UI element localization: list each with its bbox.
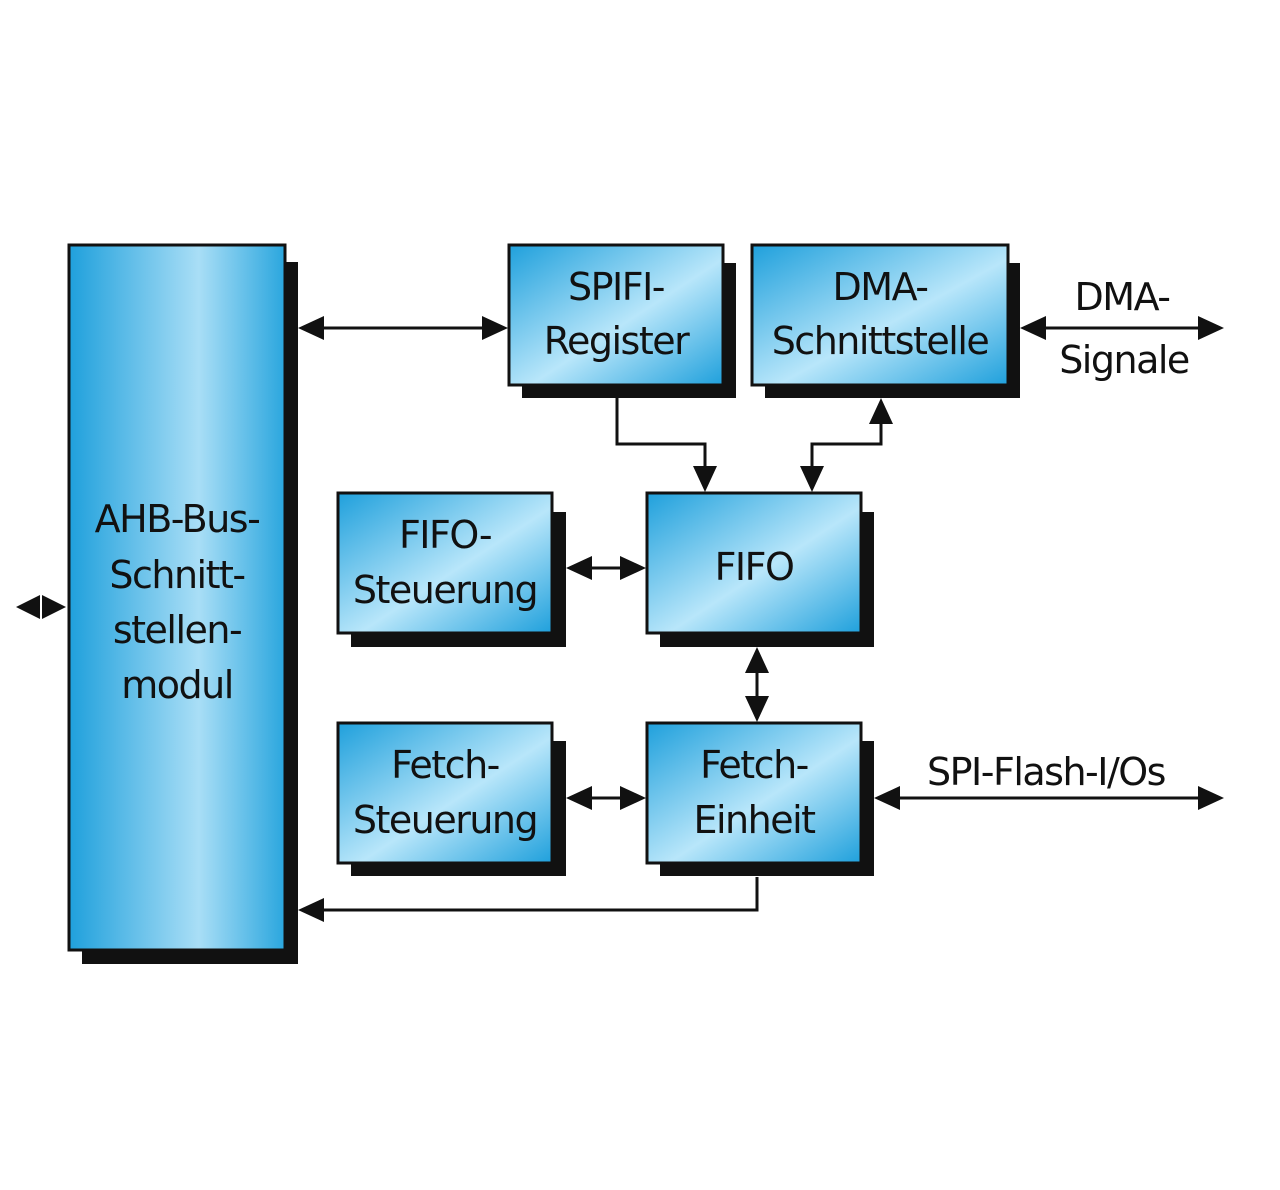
spifi-register-label-line-1: SPIFI- [568, 265, 664, 309]
fetch-control-label-line-2: Steuerung [353, 798, 537, 842]
ahb-external-bus-arrow [16, 595, 66, 619]
dma-interface-label-line-2: Schnittstelle [772, 319, 989, 363]
fifo-to-fetch-unit-arrow [745, 647, 769, 722]
fifo-block: FIFO [645, 491, 874, 647]
dma-signals-label-line-2: Signale [1059, 338, 1189, 382]
spi-flash-ios-label: SPI-Flash-I/Os [927, 750, 1165, 794]
fetch-unit-to-ahb-arrow [298, 877, 759, 922]
fifo-control-label-line-1: FIFO- [399, 513, 491, 557]
ahb-bus-interface-block: AHB-Bus- Schnitt- stellen- modul [67, 243, 298, 964]
fifo-control-block: FIFO- Steuerung [336, 491, 566, 647]
fetch-unit-label-line-2: Einheit [693, 798, 815, 842]
dma-signals-label-line-1: DMA- [1075, 275, 1170, 319]
spifi-register-block: SPIFI- Register [507, 243, 736, 398]
spifi-register-label-line-2: Register [544, 319, 690, 363]
fifo-control-to-fifo-arrow [566, 556, 646, 580]
fifo-control-label-line-2: Steuerung [353, 568, 537, 612]
ahb-label-line-4: modul [121, 663, 233, 707]
ahb-label-line-2: Schnitt- [109, 553, 244, 597]
ahb-to-spifi-register-arrow [298, 316, 508, 340]
dma-interface-label-line-1: DMA- [833, 265, 928, 309]
fifo-to-dma-interface-arrow [800, 398, 893, 492]
dma-signals-arrow [1020, 316, 1224, 340]
spifi-register-to-fifo-arrow [615, 398, 717, 492]
ahb-label-line-3: stellen- [113, 608, 241, 652]
dma-interface-block: DMA- Schnittstelle [750, 243, 1020, 398]
fetch-control-block: Fetch- Steuerung [336, 721, 566, 876]
fetch-unit-block: Fetch- Einheit [645, 721, 874, 876]
fetch-unit-label-line-1: Fetch- [700, 743, 808, 787]
ahb-label-line-1: AHB-Bus- [95, 497, 260, 541]
fifo-label: FIFO [715, 545, 794, 589]
fetch-control-to-fetch-unit-arrow [566, 786, 646, 810]
fetch-control-label-line-1: Fetch- [391, 743, 499, 787]
spi-flash-io-arrow [874, 786, 1224, 810]
